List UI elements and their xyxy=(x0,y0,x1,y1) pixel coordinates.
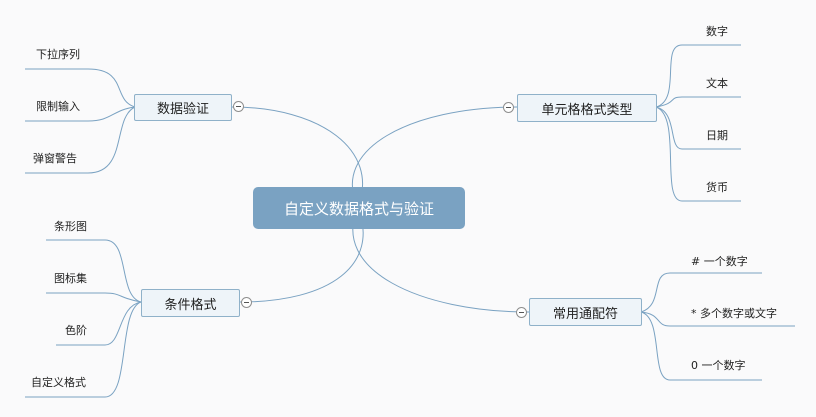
leaf-conditional-format-1[interactable]: 条形图 xyxy=(54,220,87,233)
leaf-data-validation-3[interactable]: 弹窗警告 xyxy=(33,152,77,165)
branch-conditional-format[interactable]: 条件格式 xyxy=(141,289,240,317)
collapse-toggle-data-validation[interactable] xyxy=(233,101,244,112)
edge-leaf-zdygs xyxy=(25,301,142,398)
edge-leaf-zero xyxy=(640,311,762,381)
leaf-conditional-format-3[interactable]: 色阶 xyxy=(65,324,87,337)
leaf-cell-format-2[interactable]: 文本 xyxy=(706,77,728,90)
edge-leaf-shuzi xyxy=(655,44,741,108)
edge-leaf-wenben xyxy=(655,96,741,108)
branch-data-validation[interactable]: 数据验证 xyxy=(134,94,232,121)
leaf-conditional-format-4[interactable]: 自定义格式 xyxy=(31,376,86,389)
edge-leaf-hash xyxy=(640,272,762,313)
central-topic[interactable]: 自定义数据格式与验证 xyxy=(253,187,465,229)
edge-root-data-validation xyxy=(231,106,364,208)
leaf-wildcard-3[interactable]: 0 一个数字 xyxy=(691,359,746,372)
leaf-data-validation-2[interactable]: 限制输入 xyxy=(36,100,80,113)
collapse-toggle-cell-format-types[interactable] xyxy=(503,102,514,113)
collapse-toggle-conditional-format[interactable] xyxy=(241,297,252,308)
edge-leaf-star xyxy=(640,311,795,327)
edge-leaf-xlxl xyxy=(25,68,136,108)
edge-leaf-tbj xyxy=(46,292,142,303)
edge-leaf-riqi xyxy=(655,106,741,150)
edge-leaf-tcjg xyxy=(25,106,136,174)
leaf-conditional-format-2[interactable]: 图标集 xyxy=(54,272,87,285)
edge-leaf-sejie xyxy=(56,301,142,346)
edge-leaf-txt xyxy=(46,239,142,303)
leaf-cell-format-4[interactable]: 货币 xyxy=(706,181,728,194)
collapse-toggle-wildcards[interactable] xyxy=(516,307,527,318)
edge-root-cell-format-types xyxy=(351,106,518,208)
leaf-wildcard-2[interactable]: * 多个数字或文字 xyxy=(691,307,777,320)
edge-root-wildcards xyxy=(352,206,530,313)
leaf-wildcard-1[interactable]: # 一个数字 xyxy=(691,255,748,268)
branch-wildcards[interactable]: 常用通配符 xyxy=(529,298,642,326)
leaf-data-validation-1[interactable]: 下拉序列 xyxy=(36,48,80,61)
branch-cell-format-types[interactable]: 单元格格式类型 xyxy=(517,94,657,122)
leaf-cell-format-3[interactable]: 日期 xyxy=(706,129,728,142)
edge-leaf-huobi xyxy=(655,106,741,202)
edge-leaf-xzsr xyxy=(25,106,136,122)
leaf-cell-format-1[interactable]: 数字 xyxy=(706,25,728,38)
